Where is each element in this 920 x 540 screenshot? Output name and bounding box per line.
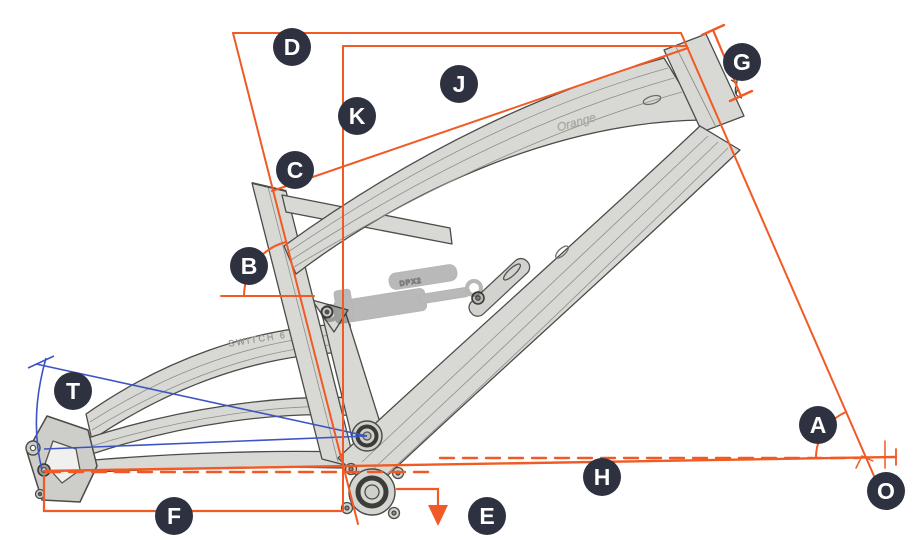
travel-radius-extended <box>43 435 368 450</box>
head-tube <box>663 33 745 133</box>
measurement-lines <box>42 23 898 526</box>
top-tube-diagonal-line <box>271 47 689 192</box>
axle-path-arc <box>35 357 47 471</box>
seat-axis-line <box>232 32 359 525</box>
top-tube <box>283 57 703 275</box>
right-angle-mark <box>855 455 874 469</box>
top-tube-port <box>642 94 662 106</box>
steering-axis-line <box>680 32 882 493</box>
chainstay-bracket <box>42 474 345 513</box>
shock-label: DPX2 <box>399 278 422 288</box>
bottom-bracket <box>340 462 405 520</box>
rear-shock <box>321 264 483 324</box>
bb-height-arrowhead <box>428 505 448 526</box>
shock-mount-plate <box>468 257 531 317</box>
bb-height-line <box>395 487 440 509</box>
head-angle-arc <box>814 411 847 459</box>
wheelbase-line <box>42 455 898 473</box>
